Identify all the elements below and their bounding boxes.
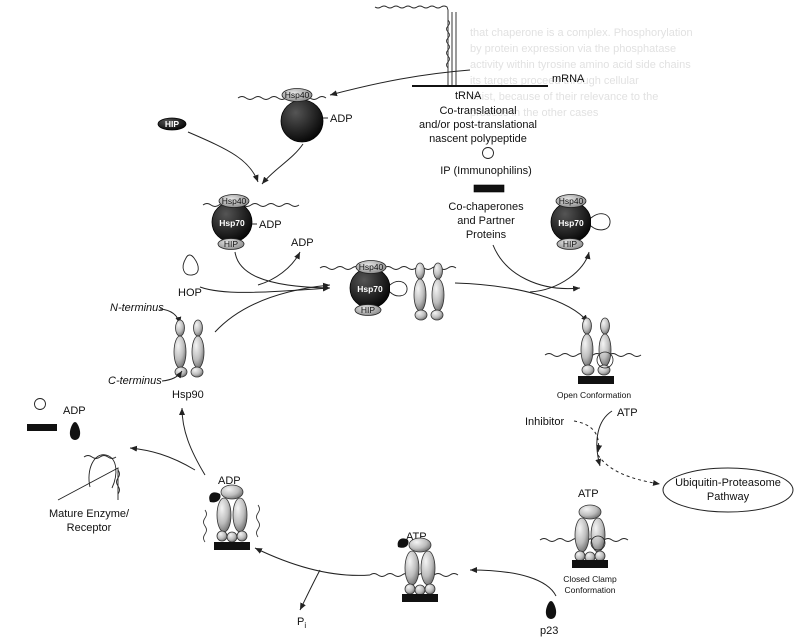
arrow-cochaperones-join: [492, 244, 581, 292]
mrna-label: mRNA: [552, 73, 585, 85]
pi-label: Pi: [297, 616, 306, 630]
arrow-release-hsp90: [179, 407, 206, 476]
adp-label-mid: ADP: [259, 219, 282, 231]
svg-text:activity within tyrosine amino: activity within tyrosine amino acid side…: [470, 59, 691, 71]
arrow-hip-bind: [187, 131, 259, 183]
cochaperone-label-line3: Proteins: [466, 229, 507, 241]
closed-clamp-label-line2: Conformation: [564, 585, 615, 595]
hsp40-label-top: Hsp40: [285, 90, 310, 100]
arrow-hsp90-join: [214, 282, 331, 333]
adp-label-left: ADP: [63, 405, 86, 417]
hsp70-hop-hsp90-complex: Hsp40 Hsp70 HIP: [319, 260, 457, 321]
hsp90-closed-clamp: ATP Closed Clamp Conformation: [539, 488, 629, 595]
atp-label-right: ATP: [617, 407, 638, 419]
cochaperone-label-line2: and Partner: [457, 215, 515, 227]
hip-label-free: HIP: [165, 119, 180, 129]
arrow-hsp70-descend: [261, 143, 304, 185]
immunophilin-cochaperones: IP (Immunophilins) Co-chaperones and Par…: [440, 147, 532, 241]
hsp90-label: Hsp90: [172, 389, 204, 401]
arrow-p23-bind: [469, 567, 557, 597]
hsp40-hsp70-hip-released: Hsp40 Hsp70 HIP: [550, 194, 611, 250]
inhibitor-label: Inhibitor: [525, 416, 564, 428]
c-terminus-label: C-terminus: [108, 375, 162, 387]
adp-label-final: ADP: [218, 475, 241, 487]
arrow-hydrolysis: [254, 547, 371, 576]
ubiquitin-label-line1: Ubiquitin-Proteasome: [675, 477, 781, 489]
hip-free: HIP: [157, 117, 187, 131]
adp-released-label: ADP: [291, 237, 314, 249]
svg-text:by protein expression via the: by protein expression via the phosphatas…: [470, 43, 676, 55]
hip-label-mid: HIP: [224, 239, 239, 249]
mature-enzyme-receptor: Mature Enzyme/ Receptor: [49, 454, 130, 534]
hsp70-label-center: Hsp70: [357, 284, 383, 294]
svg-text:exist, because of their releva: exist, because of their relevance to the: [470, 91, 658, 103]
released-factors-left: ADP: [27, 398, 86, 440]
hsp40-hsp70-hip-adp-complex: Hsp40 Hsp70 HIP ADP: [202, 194, 300, 250]
p23-label: p23: [540, 625, 558, 637]
hip-label-center: HIP: [361, 305, 376, 315]
arrow-pi-release: [299, 569, 321, 611]
ubiquitin-label-line2: Pathway: [707, 491, 750, 503]
open-conformation-label: Open Conformation: [557, 390, 631, 400]
ribosome-translation: tRNA mRNA Co-translational and/or post-t…: [374, 5, 585, 145]
hsp90-p23-atp-complex: ATP: [369, 531, 459, 602]
arrow-to-open-conformation: [454, 282, 589, 323]
closed-clamp-label-line1: Closed Clamp: [563, 574, 617, 584]
adp-label-top: ADP: [330, 113, 353, 125]
cochaperone-label-line1: Co-chaperones: [448, 201, 524, 213]
arrow-c-terminus: [161, 370, 183, 382]
arrow-atp-bind: [595, 410, 613, 467]
ip-label: IP (Immunophilins): [440, 165, 532, 177]
background-text-bleed: that chaperone is a complex. Phosphoryla…: [470, 27, 693, 119]
hip-label-right: HIP: [563, 239, 578, 249]
hsp70-label-right: Hsp70: [558, 218, 584, 228]
hsp40-label-right: Hsp40: [559, 196, 584, 206]
arrow-inhibitor: [573, 420, 603, 453]
arrow-to-proteasome: [597, 454, 661, 486]
nascent-label-line1: Co-translational: [439, 105, 516, 117]
hsp90-free: N-terminus C-terminus Hsp90: [108, 302, 205, 401]
arrow-ribosome-to-hsp70: [329, 69, 471, 97]
hop-label: HOP: [178, 287, 202, 299]
trna-label: tRNA: [455, 90, 482, 102]
arrow-hop-join: [199, 285, 331, 293]
arrow-adp-release: [257, 251, 301, 286]
atp-label-closed: ATP: [578, 488, 599, 500]
hsp90-open-conformation: Open Conformation: [544, 317, 642, 400]
arrow-release-client: [129, 445, 196, 471]
svg-text:process in the other cases: process in the other cases: [470, 107, 599, 119]
nascent-label-line2: and/or post-translational: [419, 119, 537, 131]
hsp40-hsp70-adp-complex-top: Hsp40 ADP: [237, 88, 353, 143]
p23-cochaperone: p23: [540, 601, 558, 637]
svg-text:its targets proceed through ce: its targets proceed through cellular: [470, 75, 639, 87]
svg-text:that chaperone is a complex. P: that chaperone is a complex. Phosphoryla…: [470, 27, 693, 39]
ubiquitin-proteasome-pathway: Ubiquitin-Proteasome Pathway: [662, 467, 794, 513]
arrow-hsp70-release: [529, 251, 591, 293]
nascent-label-line3: nascent polypeptide: [429, 133, 527, 145]
arrow-to-ternary-complex: [234, 251, 331, 291]
hsp40-label-center: Hsp40: [359, 262, 384, 272]
hsp90-adp-client-complex: ADP: [203, 475, 260, 550]
hsp70-label-mid: Hsp70: [219, 218, 245, 228]
mature-enzyme-label-line2: Receptor: [67, 522, 112, 534]
mature-enzyme-label-line1: Mature Enzyme/: [49, 508, 130, 520]
hop-protein: HOP: [178, 254, 202, 299]
n-terminus-label: N-terminus: [110, 302, 164, 314]
hsp40-label-mid: Hsp40: [222, 196, 247, 206]
